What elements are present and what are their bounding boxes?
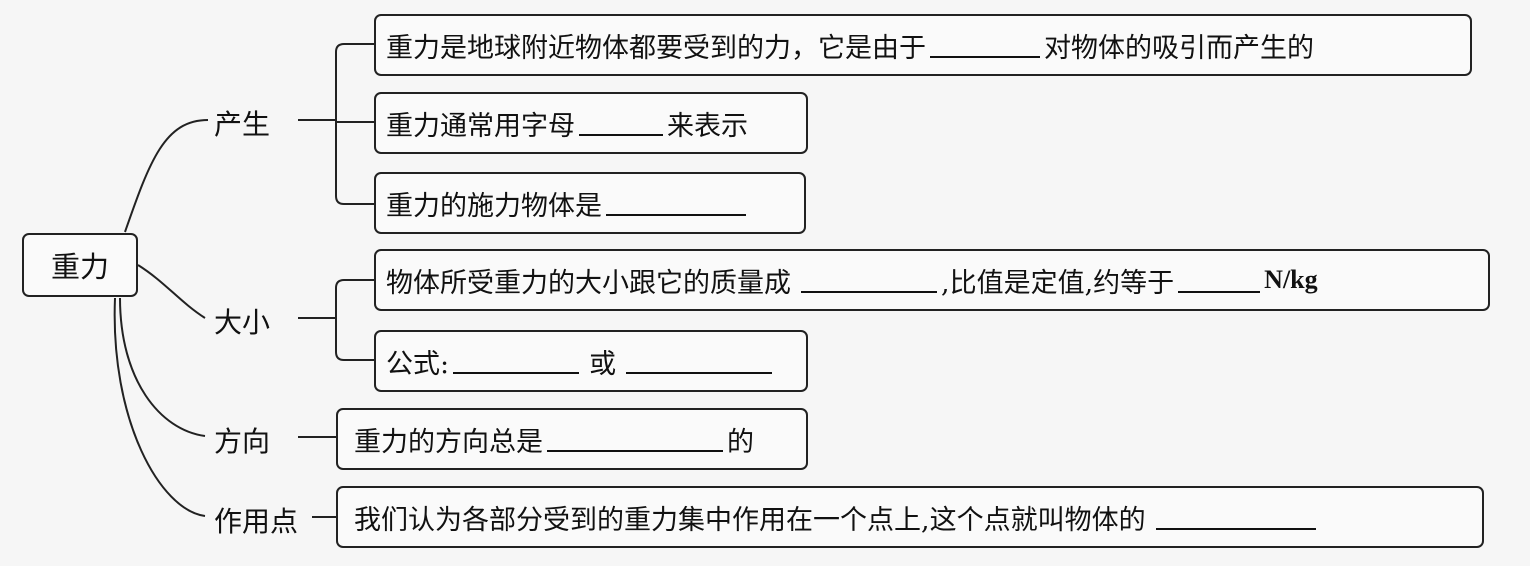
answer-blank <box>1155 504 1316 530</box>
answer-blank <box>801 267 937 293</box>
answer-blank <box>547 426 723 452</box>
answer-blank <box>579 110 663 136</box>
branch-label-direction: 方向 <box>214 425 271 458</box>
branch-label-point: 作用点 <box>214 505 299 538</box>
point-item-1-text-a: 我们认为各部分受到的重力集中作用在一个点上,这个点就叫物体的 <box>354 504 1146 536</box>
answer-blank <box>930 32 1040 58</box>
origin-item-2: 重力通常用字母 来表示 <box>374 92 808 154</box>
magnitude-unit: N/kg <box>1264 265 1318 294</box>
magnitude-item-1: 物体所受重力的大小跟它的质量成 ,比值是定值,约等于 N/kg <box>374 249 1490 311</box>
origin-item-1-text-a: 重力是地球附近物体都要受到的力，它是由于 <box>386 32 926 64</box>
point-item-1: 我们认为各部分受到的重力集中作用在一个点上,这个点就叫物体的 <box>336 486 1484 548</box>
origin-item-2-text-b: 来表示 <box>667 110 748 142</box>
answer-blank <box>1178 267 1261 293</box>
root-label: 重力 <box>50 250 109 284</box>
root-node: 重力 <box>22 233 138 297</box>
magnitude-item-1-text-a: 物体所受重力的大小跟它的质量成 <box>386 267 791 299</box>
direction-item-1-text-a: 重力的方向总是 <box>354 426 543 458</box>
origin-item-3-text-a: 重力的施力物体是 <box>386 190 602 222</box>
branch-label-origin: 产生 <box>214 108 271 141</box>
origin-item-2-text-a: 重力通常用字母 <box>386 110 575 142</box>
magnitude-item-2: 公式: 或 <box>374 330 808 392</box>
origin-item-3: 重力的施力物体是 <box>374 172 806 234</box>
magnitude-item-2-text-a: 公式: <box>386 348 450 380</box>
direction-item-1: 重力的方向总是 的 <box>336 408 808 470</box>
answer-blank <box>606 190 746 216</box>
direction-item-1-text-b: 的 <box>727 426 754 458</box>
magnitude-item-1-text-b: ,比值是定值,约等于 <box>941 267 1175 299</box>
answer-blank <box>626 348 773 374</box>
branch-label-magnitude: 大小 <box>214 306 271 339</box>
magnitude-item-2-text-b: 或 <box>589 348 617 380</box>
origin-item-1: 重力是地球附近物体都要受到的力，它是由于 对物体的吸引而产生的 <box>374 14 1472 76</box>
origin-item-1-text-b: 对物体的吸引而产生的 <box>1044 32 1314 64</box>
answer-blank <box>453 348 580 374</box>
